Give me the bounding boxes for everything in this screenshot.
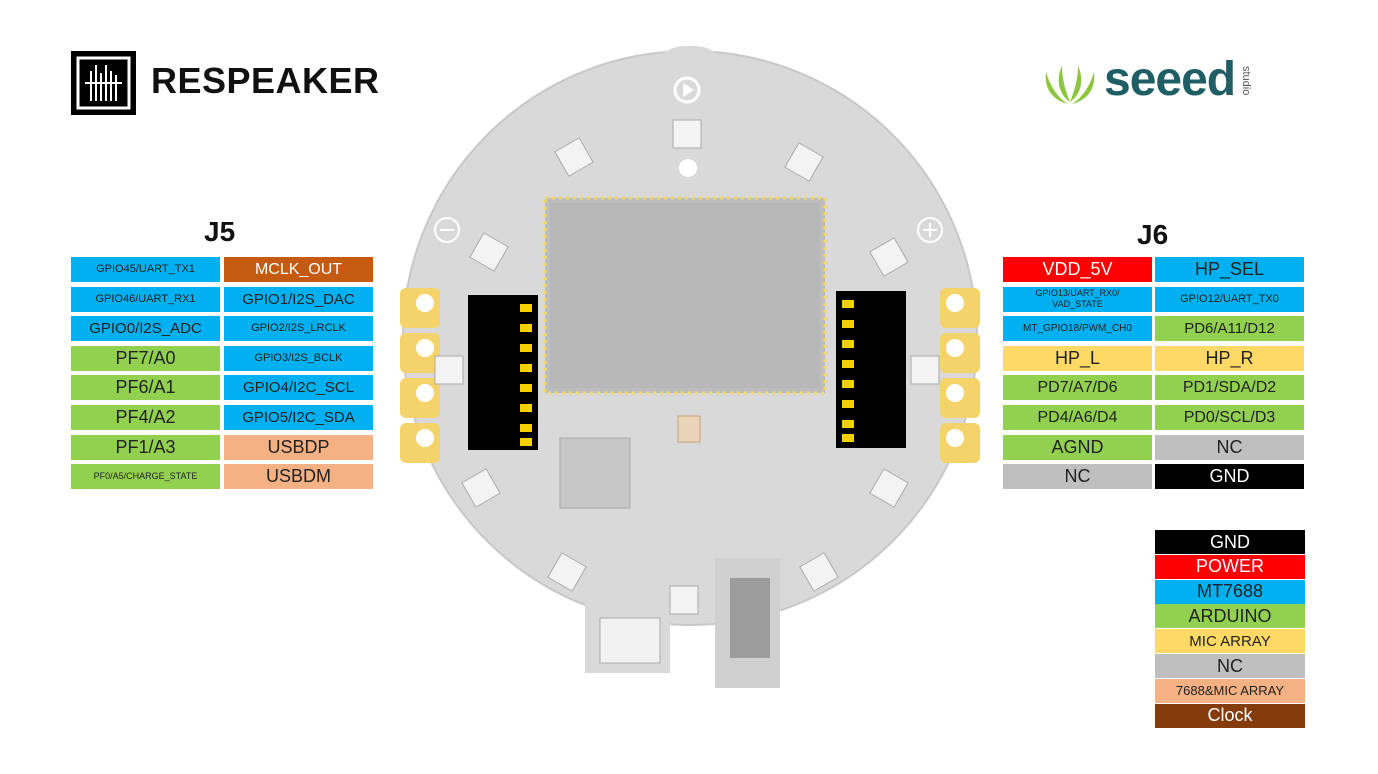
j6-pin-6-1: NC [1155, 434, 1304, 460]
j6-pin-3-1: HP_R [1155, 345, 1304, 371]
j6-pin-7-0: NC [1003, 464, 1152, 490]
j6-pin-0-1: HP_SEL [1155, 257, 1304, 282]
j5-pin-7-1: USBDM [224, 464, 373, 490]
j6-pin-6-0: AGND [1003, 434, 1152, 460]
j6-pin-5-1: PD0/SCL/D3 [1155, 405, 1304, 430]
j5-pin-5-1: GPIO5/I2C_SDA [224, 405, 373, 430]
volume-down-icon [434, 217, 460, 243]
legend-item-nc: NC [1155, 654, 1305, 678]
j6-pin-1-1: GPIO12/UART_TX0 [1155, 286, 1304, 312]
j6-pin-2-1: PD6/A11/D12 [1155, 316, 1304, 342]
j6-title: J6 [1137, 219, 1169, 250]
j5-pin-3-0: PF7/A0 [71, 345, 220, 371]
pin-label-line2: VAD_STATE [1052, 299, 1103, 310]
j6-pin-0-0: VDD_5V [1003, 257, 1152, 282]
j5-pin-3-1: GPIO3/I2S_BCLK [224, 345, 373, 371]
board-button-housing [650, 46, 730, 116]
play-button-icon [673, 76, 701, 104]
legend-item-power: POWER [1155, 554, 1305, 579]
j5-pin-6-1: USBDP [224, 434, 373, 460]
mcu-chip [559, 437, 631, 509]
j5-pin-4-1: GPIO4/I2C_SCL [224, 375, 373, 401]
brand-name: RESPEAKER [151, 60, 380, 101]
j5-title: J5 [204, 216, 236, 247]
j5-pin-0-1: MCLK_OUT [224, 257, 373, 282]
j5-pin-1-1: GPIO1/I2S_DAC [224, 286, 373, 312]
legend-item-arduino: ARDUINO [1155, 604, 1305, 629]
legend-item-mt7688: MT7688 [1155, 579, 1305, 604]
legend-item-legend_clock: Clock [1155, 703, 1305, 728]
legend-item-gnd: GND [1155, 530, 1305, 554]
j6-pin-7-1: GND [1155, 464, 1304, 490]
volume-up-icon [917, 217, 943, 243]
pin-label-line1: GPIO13/UART_RX0/ [1035, 288, 1120, 299]
respeaker-board [400, 46, 980, 688]
j5-pin-7-0: PF0/A5/CHARGE_STATE [71, 464, 220, 490]
legend-item-mic_array: MIC ARRAY [1155, 629, 1305, 654]
j5-pin-0-0: GPIO45/UART_TX1 [71, 257, 220, 282]
j6-pin-3-0: HP_L [1003, 345, 1152, 371]
j5-pin-1-0: GPIO46/UART_RX1 [71, 286, 220, 312]
audio-jack [730, 578, 770, 658]
j5-pin-5-0: PF4/A2 [71, 405, 220, 430]
micro-usb-port [599, 617, 661, 664]
partner-sub: studio [1240, 66, 1252, 96]
partner-name: seeed [1104, 53, 1236, 106]
respeaker-logo-icon [71, 51, 136, 115]
j6-pin-4-0: PD7/A7/D6 [1003, 375, 1152, 401]
legend-item-mix: 7688&MIC ARRAY [1155, 678, 1305, 703]
j5-pin-6-0: PF1/A3 [71, 434, 220, 460]
j6-pin-5-0: PD4/A6/D4 [1003, 405, 1152, 430]
j5-pin-4-0: PF6/A1 [71, 375, 220, 401]
j6-pin-2-0: MT_GPIO18/PWM_CH0 [1003, 316, 1152, 342]
j5-pin-2-1: GPIO2/I2S_LRCLK [224, 316, 373, 342]
j6-pin-1-0: GPIO13/UART_RX0/VAD_STATE [1003, 286, 1152, 312]
j6-pin-4-1: PD1/SDA/D2 [1155, 375, 1304, 401]
j5-pin-2-0: GPIO0/I2S_ADC [71, 316, 220, 342]
seeed-leaf-icon [1040, 58, 1100, 108]
